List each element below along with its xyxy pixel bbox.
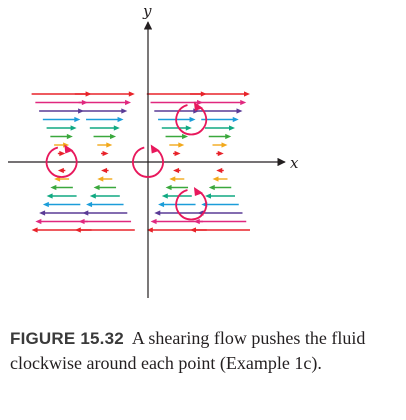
- clockwise-circulation-icon: [45, 144, 78, 178]
- y-axis-label: y: [142, 2, 152, 20]
- field-vector: [205, 193, 235, 199]
- field-vector: [173, 167, 181, 174]
- field-vector: [193, 218, 247, 225]
- field-vector: [190, 91, 250, 97]
- field-vector: [212, 142, 228, 148]
- field-vector: [216, 167, 224, 174]
- clockwise-circulation-icon: [175, 101, 208, 136]
- field-vector: [101, 167, 109, 174]
- clockwise-circulation-icon: [132, 144, 164, 178]
- field-vector: [190, 227, 250, 233]
- x-axis-label: x: [290, 154, 299, 172]
- field-vector: [86, 116, 124, 123]
- field-vector: [50, 184, 73, 191]
- circulation-markers: [45, 101, 208, 221]
- field-vector: [78, 99, 132, 106]
- field-vector: [208, 184, 232, 191]
- field-vector: [97, 142, 113, 148]
- field-vector: [89, 125, 120, 131]
- field-vector: [208, 133, 232, 140]
- vector-field: [31, 91, 250, 233]
- field-vector: [86, 201, 124, 208]
- field-vector: [42, 201, 81, 208]
- field-vector: [74, 227, 135, 233]
- figure-number: FIGURE 15.32: [10, 329, 124, 348]
- field-vector: [57, 167, 66, 174]
- caption-text: A shearing flow pushes the fluid clockwi…: [10, 328, 366, 373]
- field-vector: [46, 193, 77, 199]
- field-vector: [169, 176, 185, 182]
- field-vector: [82, 108, 128, 114]
- field-vector: [212, 176, 228, 182]
- field-vector: [205, 125, 235, 131]
- field-vector: [193, 99, 247, 106]
- field-vector: [169, 142, 185, 148]
- field-vector: [158, 201, 196, 208]
- field-vector: [82, 210, 128, 216]
- field-vector: [57, 150, 66, 157]
- field-vector: [74, 91, 135, 97]
- field-vector: [54, 176, 70, 182]
- field-vector: [46, 125, 77, 131]
- field-vector: [78, 218, 132, 225]
- field-vector: [173, 150, 181, 157]
- field-vector: [158, 116, 196, 123]
- field-vector: [39, 108, 85, 114]
- field-vector: [39, 210, 85, 216]
- clockwise-circulation-icon: [175, 186, 208, 221]
- field-vector: [216, 150, 224, 157]
- field-vector: [89, 193, 120, 199]
- field-vector: [50, 133, 73, 140]
- field-vector: [97, 176, 113, 182]
- field-vector: [93, 184, 117, 191]
- field-vector: [101, 150, 109, 157]
- shear-flow-diagram: x y: [8, 2, 299, 298]
- field-vector: [93, 133, 117, 140]
- field-vector: [165, 184, 189, 191]
- field-vector: [42, 116, 81, 123]
- field-vector: [165, 133, 189, 140]
- field-vector: [161, 125, 192, 131]
